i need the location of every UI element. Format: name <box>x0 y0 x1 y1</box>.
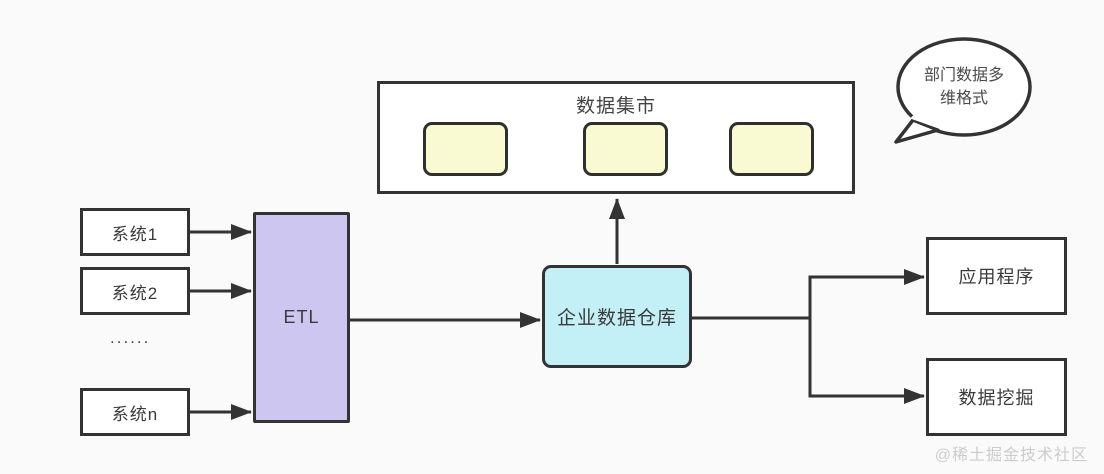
data-mining-label: 数据挖掘 <box>958 388 1035 408</box>
application-box: 应用程序 <box>926 237 1067 315</box>
data-mart-cell <box>583 122 668 176</box>
etl-box: ETL <box>253 212 350 423</box>
system-n-box: 系统n <box>80 388 190 436</box>
data-mart-cell <box>423 122 508 176</box>
enterprise-data-warehouse-box: 企业数据仓库 <box>542 265 692 368</box>
data-mart-title: 数据集市 <box>575 96 656 117</box>
systems-ellipsis: ...... <box>110 328 151 347</box>
data-mart-cell <box>729 122 814 176</box>
watermark: @稀土掘金技术社区 <box>934 447 1088 464</box>
system-1-label: 系统1 <box>111 224 159 244</box>
system-2-box: 系统2 <box>80 267 190 315</box>
data-mining-box: 数据挖掘 <box>926 358 1067 436</box>
enterprise-data-warehouse-label: 企业数据仓库 <box>556 308 677 329</box>
speech-bubble-line2: 维格式 <box>939 90 988 107</box>
speech-bubble-line1: 部门数据多 <box>923 67 1004 84</box>
application-label: 应用程序 <box>958 267 1035 287</box>
etl-label: ETL <box>283 307 320 327</box>
system-2-label: 系统2 <box>111 283 159 303</box>
speech-bubble-text: 部门数据多 维格式 <box>899 64 1029 110</box>
data-mart-box: 数据集市 <box>377 81 855 194</box>
system-1-box: 系统1 <box>80 208 190 256</box>
system-n-label: 系统n <box>111 404 159 424</box>
